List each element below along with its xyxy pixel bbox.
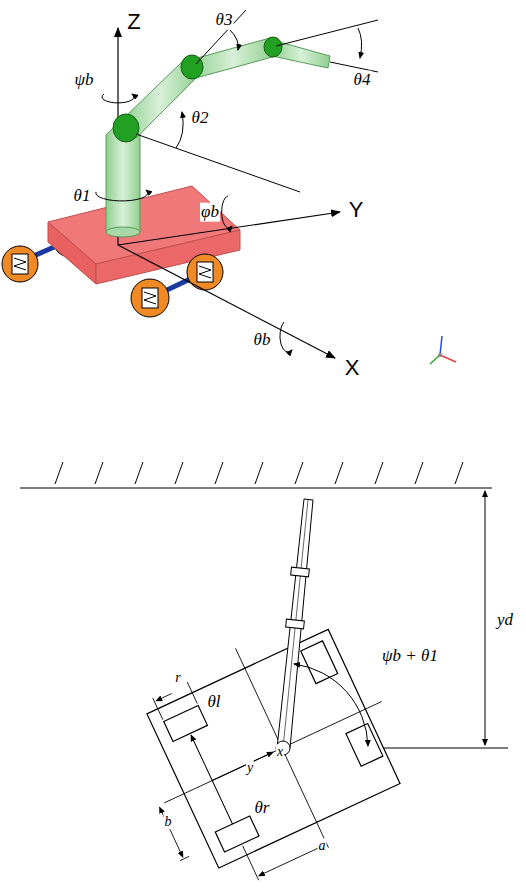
angle-label: ψb + θ1: [381, 647, 439, 666]
angle-label: θl: [206, 693, 221, 712]
angle-label: θb: [253, 331, 272, 350]
angle-label: θ4: [353, 71, 372, 90]
angle-label: ψb: [73, 71, 94, 90]
dimension-label: r: [174, 670, 181, 685]
angle-label: φb: [200, 203, 220, 222]
dimension-label: b: [164, 814, 173, 829]
dimension-label: yd: [496, 611, 514, 630]
axis-label: X: [345, 356, 360, 380]
angle-label: θ2: [191, 109, 210, 128]
axis-label: y: [246, 760, 254, 775]
angle-label: θ1: [73, 187, 92, 206]
axis-label: Y: [349, 198, 364, 222]
axis-label: x: [276, 744, 284, 759]
angle-label: θ3: [215, 11, 234, 30]
angle-label: θr: [254, 799, 271, 818]
axis-label: Z: [127, 10, 140, 34]
dimension-label: a: [318, 838, 327, 853]
